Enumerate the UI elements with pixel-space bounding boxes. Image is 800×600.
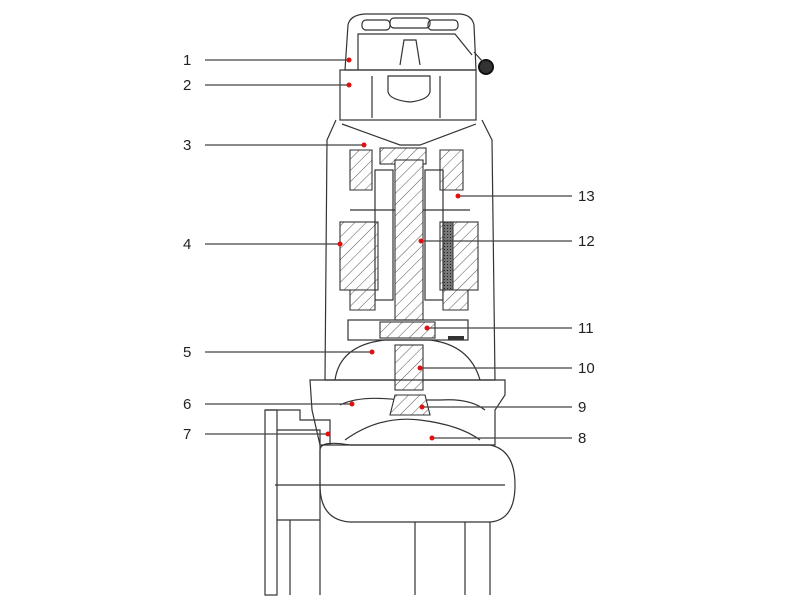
callout-8: 8	[429, 430, 586, 447]
callout-1: 1	[183, 52, 352, 69]
pump-casing	[264, 379, 516, 596]
callout-10: 10	[417, 360, 595, 377]
callout-number: 1	[183, 52, 191, 69]
callout-5: 5	[183, 344, 375, 361]
callout-number: 12	[578, 233, 595, 250]
callout-2: 2	[183, 77, 352, 94]
callout-12: 12	[418, 233, 595, 250]
callout-4: 4	[183, 236, 343, 253]
callout-number: 4	[183, 236, 191, 253]
callout-11: 11	[424, 320, 594, 337]
motor-housing	[324, 119, 496, 381]
callout-number: 11	[578, 320, 594, 337]
callout-number: 7	[183, 426, 191, 443]
callout-number: 8	[578, 430, 586, 447]
callout-number: 13	[578, 188, 595, 205]
callout-number: 10	[578, 360, 595, 377]
callout-9: 9	[419, 399, 586, 416]
callout-number: 2	[183, 77, 191, 94]
callout-number: 9	[578, 399, 586, 416]
callout-3: 3	[183, 137, 367, 154]
callout-13: 13	[455, 188, 595, 205]
cable-chamber	[339, 69, 477, 121]
callout-number: 6	[183, 396, 191, 413]
callout-6: 6	[183, 396, 355, 413]
callout-7: 7	[183, 426, 331, 443]
top-cover	[344, 13, 494, 75]
callout-number: 3	[183, 137, 191, 154]
callout-number: 5	[183, 344, 191, 361]
